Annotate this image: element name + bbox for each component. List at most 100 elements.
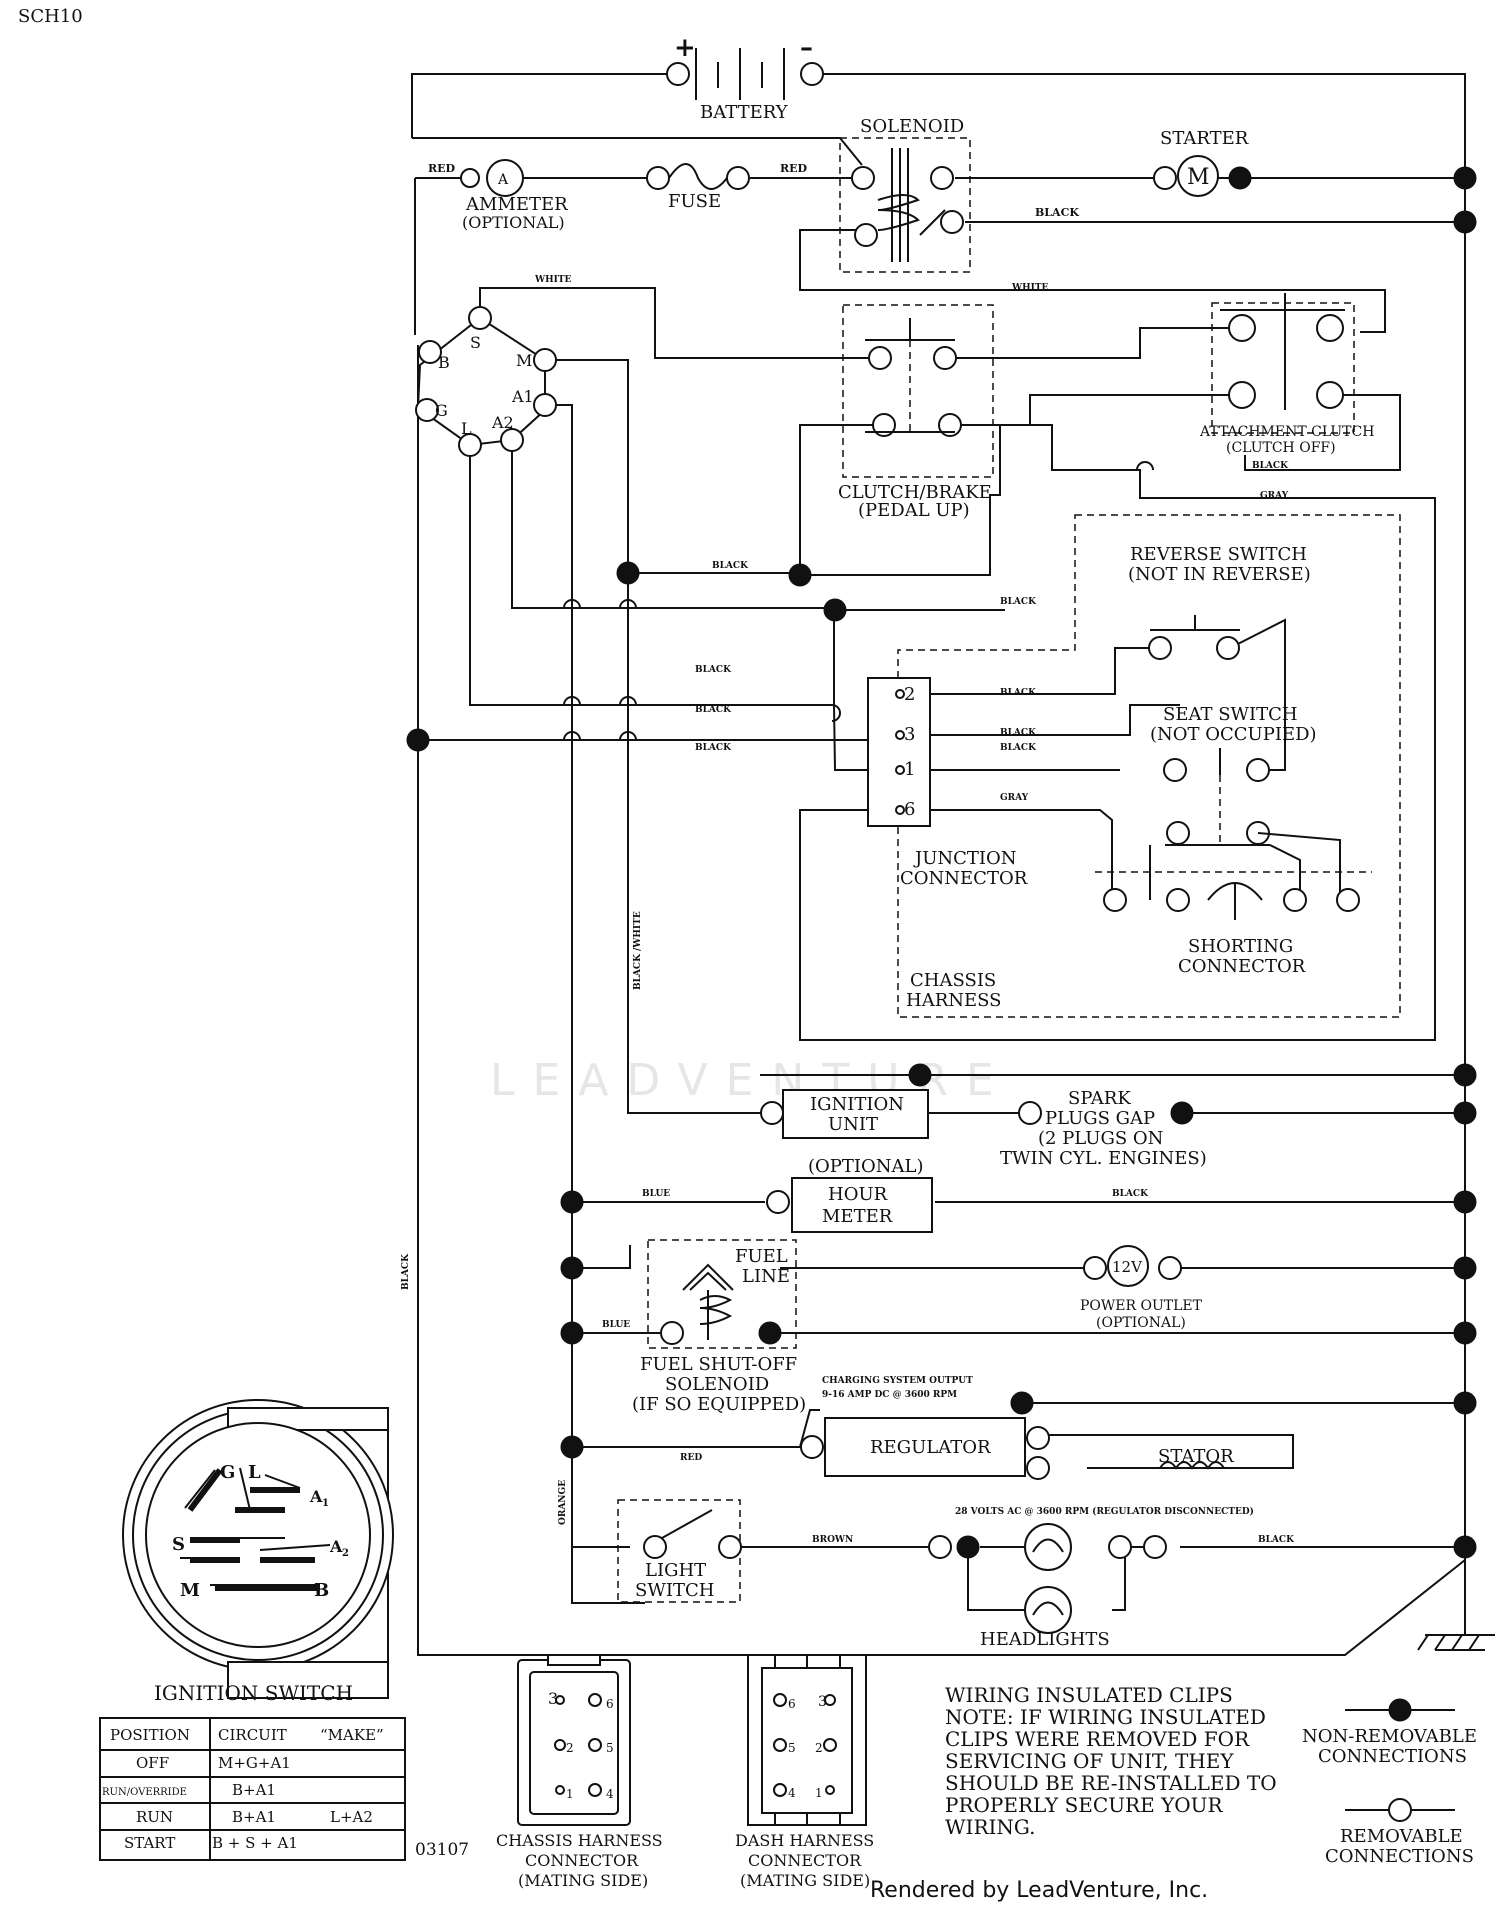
wire-label-gray-attach: GRAY bbox=[1260, 491, 1289, 501]
legend-nonremovable: NON-REMOVABLE bbox=[1302, 1726, 1477, 1747]
chassis-pin-3: 3 bbox=[548, 1689, 558, 1708]
wire-label-black-3: BLACK bbox=[695, 665, 732, 675]
wire-label-red: RED bbox=[428, 162, 456, 175]
terminal-m: M bbox=[516, 351, 532, 370]
ammeter: RED A AMMETER (OPTIONAL) bbox=[428, 159, 568, 232]
diagram-code: 03107 bbox=[415, 1840, 469, 1860]
battery-positive: + bbox=[674, 33, 696, 63]
spark-l4: TWIN CYL. ENGINES) bbox=[1000, 1148, 1207, 1169]
junction-label: JUNCTION bbox=[913, 848, 1017, 869]
face-m: M bbox=[180, 1580, 200, 1601]
note-line-5: PROPERLY SECURE YOUR bbox=[945, 1793, 1224, 1817]
fuelsol-label: FUEL SHUT-OFF bbox=[640, 1354, 797, 1375]
chassis-pin-2: 2 bbox=[566, 1741, 574, 1755]
fuel-line-sublabel: LINE bbox=[742, 1266, 790, 1287]
table-row-start-position: START bbox=[124, 1834, 175, 1852]
clutch-brake-switch: CLUTCH/BRAKE (PEDAL UP) WHITE bbox=[838, 283, 1049, 521]
terminal-s: S bbox=[470, 333, 481, 352]
charging-sublabel: 9-16 AMP DC @ 3600 RPM bbox=[822, 1390, 957, 1400]
clutch-sublabel: (PEDAL UP) bbox=[858, 500, 970, 521]
wire-label-gray-2: GRAY bbox=[1000, 793, 1029, 803]
seat-sublabel: (NOT OCCUPIED) bbox=[1150, 724, 1317, 745]
dash-pin-4: 4 bbox=[788, 1786, 796, 1800]
legend: NON-REMOVABLE CONNECTIONS REMOVABLE CONN… bbox=[1302, 1698, 1477, 1867]
junction-pin-6: 6 bbox=[904, 799, 915, 820]
ignition-unit: IGNITION UNIT SPARK PLUGS GAP (2 PLUGS O… bbox=[760, 1088, 1207, 1169]
ignition-switch-face: G L A 1 S A 2 M B IGNITION SWITCH bbox=[122, 1399, 394, 1705]
terminal-a1: A1 bbox=[511, 387, 534, 406]
note-line-3: SERVICING OF UNIT, THEY bbox=[945, 1749, 1234, 1773]
dash-connector-sublabel: CONNECTOR bbox=[748, 1851, 862, 1870]
attach-sublabel: (CLUTCH OFF) bbox=[1226, 440, 1336, 456]
chassis-harness: REVERSE SWITCH (NOT IN REVERSE) SEAT SWI… bbox=[897, 514, 1401, 1018]
power-sublabel: (OPTIONAL) bbox=[1096, 1315, 1186, 1331]
junction-connector: 2 3 1 6 JUNCTION CONNECTOR bbox=[867, 677, 1028, 889]
chassis-pin-4: 4 bbox=[606, 1787, 614, 1801]
wire-label-black-white: BLACK /WHITE bbox=[633, 911, 643, 990]
ignition-switch-schematic: S B M G A1 L A2 WHITE bbox=[415, 275, 572, 457]
note-line-4: SHOULD BE RE-INSTALLED TO bbox=[945, 1771, 1277, 1795]
starter: STARTER M bbox=[1153, 128, 1252, 197]
ignition-table: POSITION CIRCUIT “MAKE” OFF M+G+A1 RUN/O… bbox=[99, 1717, 469, 1861]
table-row-run-circuit: B+A1 bbox=[232, 1808, 276, 1826]
reverse-sublabel: (NOT IN REVERSE) bbox=[1128, 564, 1311, 585]
starter-label: STARTER bbox=[1160, 128, 1249, 149]
table-row-run-position: RUN bbox=[136, 1808, 173, 1826]
legend-nonremovable-sub: CONNECTIONS bbox=[1318, 1746, 1467, 1767]
fuelsol-l3: (IF SO EQUIPPED) bbox=[632, 1394, 806, 1415]
chassis-connector-sublabel: CONNECTOR bbox=[525, 1851, 639, 1870]
junction-pin-3: 3 bbox=[904, 724, 915, 745]
battery-negative: – bbox=[800, 33, 813, 63]
ammeter-optional: (OPTIONAL) bbox=[462, 213, 565, 232]
wire-label-black-solenoid: BLACK bbox=[1035, 206, 1079, 219]
wire-label-white-s: WHITE bbox=[534, 275, 572, 285]
wire-label-red-reg: RED bbox=[680, 1453, 702, 1463]
footer-credit: Rendered by LeadVenture, Inc. bbox=[870, 1878, 1209, 1903]
wire-labels-mid: BLACK BLACK BLACK BLACK BLACK BLACK BLAC… bbox=[401, 561, 1037, 1290]
dash-pin-2: 2 bbox=[815, 1741, 823, 1755]
table-row-off-circuit: M+G+A1 bbox=[218, 1754, 291, 1772]
hour-meter: (OPTIONAL) HOUR METER BLUE BLACK bbox=[642, 1156, 1149, 1233]
solenoid-label: SOLENOID bbox=[860, 116, 964, 137]
face-a2: A bbox=[329, 1537, 343, 1556]
dash-pin-3: 3 bbox=[818, 1694, 827, 1710]
wire-label-blue-1: BLUE bbox=[642, 1189, 670, 1199]
chassis-connector-side: (MATING SIDE) bbox=[518, 1871, 648, 1890]
wire-crossovers bbox=[563, 461, 1154, 741]
terminal-l: L bbox=[461, 419, 472, 438]
wire-label-black-8: BLACK bbox=[1000, 743, 1037, 753]
legend-removable-sub: CONNECTIONS bbox=[1325, 1846, 1474, 1867]
shorting-label: SHORTING bbox=[1188, 936, 1293, 957]
hour-optional: (OPTIONAL) bbox=[808, 1156, 924, 1177]
table-row-override-position: RUN/OVERRIDE bbox=[102, 1787, 187, 1798]
fuelsol-l2: SOLENOID bbox=[665, 1374, 769, 1395]
wire-label-black-attach: BLACK bbox=[1252, 461, 1289, 471]
face-s: S bbox=[172, 1534, 185, 1555]
table-header-make: “MAKE” bbox=[320, 1726, 384, 1744]
wire-label-red-2: RED bbox=[780, 162, 808, 175]
starter-motor-symbol: M bbox=[1187, 165, 1210, 190]
chassis-pin-6: 6 bbox=[606, 1697, 614, 1711]
page-code: SCH10 bbox=[18, 6, 83, 27]
table-header-circuit: CIRCUIT bbox=[218, 1726, 287, 1744]
note-line-1: NOTE: IF WIRING INSULATED bbox=[945, 1705, 1266, 1729]
face-a2-sub: 2 bbox=[342, 1548, 349, 1559]
regulator-label: REGULATOR bbox=[870, 1437, 991, 1458]
wire-label-white-solenoid: WHITE bbox=[1011, 283, 1049, 293]
clutch-label: CLUTCH/BRAKE bbox=[838, 482, 992, 503]
note-line-6: WIRING. bbox=[945, 1815, 1036, 1839]
terminal-a2: A2 bbox=[491, 413, 514, 432]
spark-l3: (2 PLUGS ON bbox=[1038, 1128, 1163, 1149]
battery: + – BATTERY bbox=[666, 33, 824, 123]
spark-label: SPARK bbox=[1068, 1088, 1131, 1109]
hour-sublabel: METER bbox=[822, 1206, 893, 1227]
table-row-run-make: L+A2 bbox=[330, 1808, 373, 1826]
fuel-line-label: FUEL bbox=[735, 1246, 788, 1267]
junction-sublabel: CONNECTOR bbox=[900, 868, 1028, 889]
power-outlet: 12V POWER OUTLET (OPTIONAL) bbox=[1080, 1245, 1203, 1331]
connection-dots bbox=[406, 166, 1477, 1559]
face-l: L bbox=[248, 1462, 261, 1483]
terminal-b: B bbox=[438, 353, 450, 372]
battery-label: BATTERY bbox=[700, 102, 789, 123]
seat-label: SEAT SWITCH bbox=[1163, 704, 1298, 725]
